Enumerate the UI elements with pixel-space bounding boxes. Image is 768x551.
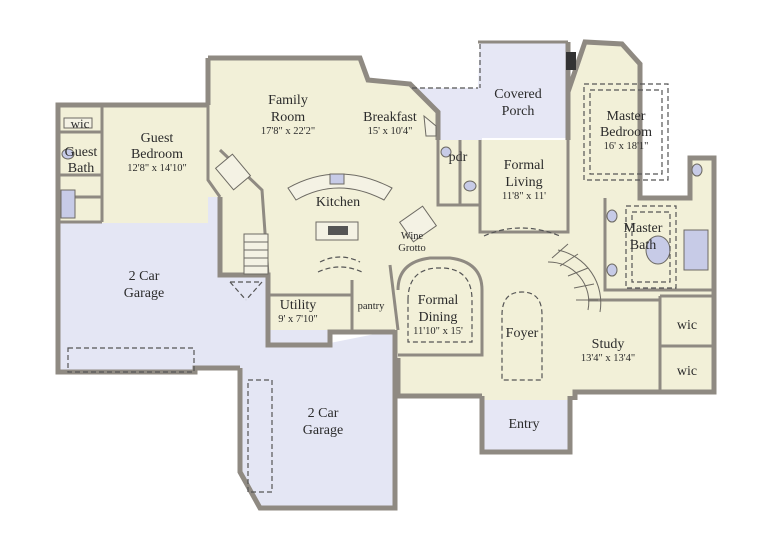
pantry-label: pantry	[358, 301, 386, 312]
garage-bottom-label-1: 2 Car	[308, 406, 339, 421]
master-bedroom-label-2: Bedroom	[600, 125, 652, 140]
master-bath-label-2: Bath	[630, 238, 656, 253]
wine-grotto-label-2: Grotto	[398, 243, 425, 254]
study-label: Study	[592, 337, 625, 352]
master-bath-label-1: Master	[624, 221, 663, 236]
formal-living-label-1: Formal	[504, 158, 545, 173]
garage-bottom-label-2: Garage	[303, 423, 343, 438]
wic-master-1-label: wic	[677, 318, 697, 333]
master-bedroom-label-1: Master	[607, 109, 646, 124]
covered-porch-label-1: Covered	[494, 87, 541, 102]
ceiling-dashes	[229, 44, 677, 381]
room-labels: wic Guest Bath Guest Bedroom 12'8" x 14'…	[65, 87, 697, 438]
formal-living-label-2: Living	[505, 175, 542, 190]
formal-dining-label-1: Formal	[418, 293, 459, 308]
garage-left-label-2: Garage	[124, 286, 164, 301]
guest-bath-label-2: Bath	[68, 161, 94, 176]
covered-porch-floor	[412, 42, 568, 140]
main-floor	[58, 42, 712, 400]
formal-living-dim: 11'8" x 11'	[502, 191, 546, 202]
guest-bedroom-label-1: Guest	[141, 131, 174, 146]
garage-left-floor	[58, 197, 395, 508]
family-room-label-2: Room	[271, 110, 305, 125]
foyer-label: Foyer	[506, 326, 539, 341]
family-room-dim: 17'8" x 22'2"	[261, 126, 315, 137]
entry-label: Entry	[508, 417, 539, 432]
pdr-label: pdr	[449, 150, 468, 165]
entry-floor	[482, 398, 570, 450]
garage-left-label-1: 2 Car	[129, 269, 160, 284]
covered-porch-label-2: Porch	[502, 104, 535, 119]
study-dim: 13'4" x 13'4"	[581, 353, 635, 364]
formal-dining-label-2: Dining	[419, 310, 458, 325]
wic-guest-label: wic	[71, 116, 90, 131]
master-bedroom-dim: 16' x 18'1"	[604, 141, 649, 152]
walls	[55, 39, 717, 511]
family-room-label-1: Family	[268, 93, 308, 108]
wine-grotto-label-1: Wine	[401, 231, 424, 242]
breakfast-dim: 15' x 10'4"	[368, 126, 413, 137]
guest-bath-label-1: Guest	[65, 145, 98, 160]
formal-dining-dim: 11'10" x 15'	[413, 326, 463, 337]
utility-dim: 9' x 7'10"	[278, 314, 318, 325]
floor-fills	[58, 42, 712, 508]
fixtures	[60, 52, 709, 313]
guest-bedroom-dim: 12'8" x 14'10"	[127, 163, 187, 174]
kitchen-label: Kitchen	[316, 195, 360, 210]
wic-master-2-label: wic	[677, 364, 697, 379]
guest-bedroom-label-2: Bedroom	[131, 147, 183, 162]
breakfast-label: Breakfast	[363, 110, 417, 125]
utility-label: Utility	[280, 298, 317, 313]
